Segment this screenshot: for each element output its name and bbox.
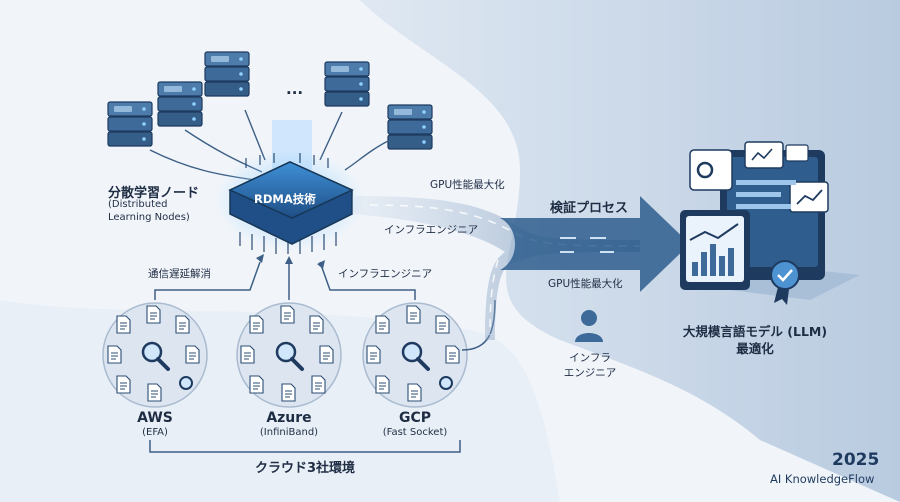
cluster-ellipsis: ... [286,80,304,98]
azure-name: Azure [266,410,312,426]
gpu-max-top-label: GPU性能最大化 [430,179,505,191]
server-stack-2 [157,81,203,127]
server-stack-3 [204,51,250,97]
verification-label: 検証プロセス [550,201,629,216]
llm-dashboard-icon [680,141,860,305]
azure-circle [236,302,342,408]
data-stream [352,196,640,340]
gcp-circle [362,302,468,408]
main-arrow [500,196,690,292]
engineer-label-line2: エンジニア [563,367,617,379]
rdma-chip-label: RDMA技術 [254,192,316,206]
llm-title-line1: 大規模言語モデル (LLM) [682,324,828,339]
aws-tech: (EFA) [142,427,168,438]
engineer-label-line1: インフラ [569,352,611,364]
aws-name: AWS [137,410,173,426]
footer-brand: AI KnowledgeFlow [770,472,875,486]
infra-engineer-left-label: インフラエンジニア [338,268,433,280]
aws-circle [102,302,208,408]
rdma-chip [228,153,354,254]
server-stack-4 [324,61,370,107]
cluster-subtitle-line1: (Distributed [108,199,168,210]
cloud-group-bracket [149,440,461,453]
server-stack-5 [387,104,433,150]
cluster-title: 分散学習ノード [108,186,200,201]
llm-title-line2: 最適化 [736,341,774,356]
cloud-group-label: クラウド3社環境 [254,461,356,476]
gcp-tech: (Fast Socket) [382,427,448,438]
gpu-max-bottom-label: GPU性能最大化 [548,278,623,290]
engineer-icon [575,310,603,342]
footer-year: 2025 [832,450,880,470]
azure-tech: (InfiniBand) [259,427,319,438]
infra-engineer-mid-label: インフラエンジニア [384,224,479,236]
cluster-subtitle-line2: Learning Nodes) [108,212,190,223]
server-stack-1 [107,101,153,147]
latency-label: 通信遅延解消 [148,268,211,280]
gcp-name: GCP [398,410,432,426]
